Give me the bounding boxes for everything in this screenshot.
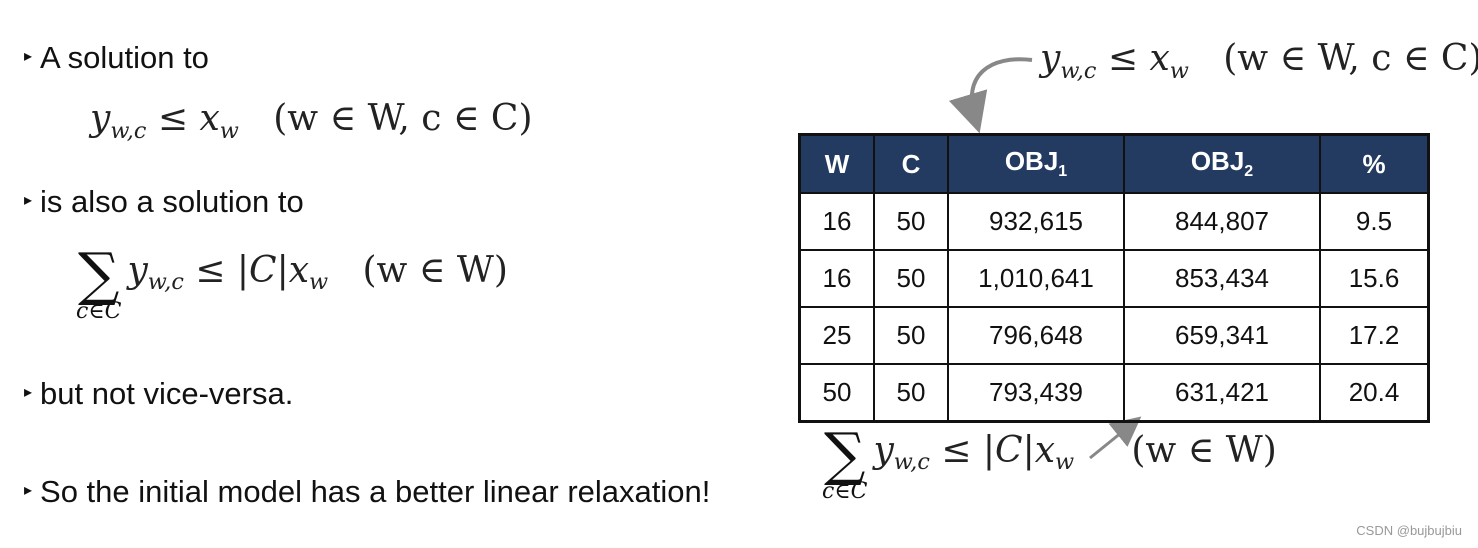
formula-rhs-sub: w <box>219 117 239 144</box>
formula-lhs: y <box>1040 38 1061 79</box>
formula-domain: (w ∈ W, c ∈ C) <box>1223 38 1478 79</box>
bullet-2: ▸ is also a solution to <box>24 184 304 220</box>
bullet-1-text: A solution to <box>40 40 209 75</box>
bullet-3: ▸ but not vice-versa. <box>24 376 293 412</box>
table-row: 16 50 1,010,641 853,434 15.6 <box>798 249 1430 308</box>
table-row: 50 50 793,439 631,421 20.4 <box>798 363 1430 423</box>
formula-rhs: x <box>1149 38 1170 79</box>
header-obj1: OBJ1 <box>947 133 1125 194</box>
cell: 50 <box>873 306 949 365</box>
cell: 50 <box>873 363 949 423</box>
cell: 16 <box>798 249 875 308</box>
cell: 25 <box>798 306 875 365</box>
bullet-2-text: is also a solution to <box>40 184 304 219</box>
bullet-marker-icon: ▸ <box>24 48 33 65</box>
cell: 659,341 <box>1123 306 1321 365</box>
sigma-subscript: c∈C <box>822 479 868 504</box>
bullet-marker-icon: ▸ <box>24 192 33 209</box>
header-obj2-sub: 2 <box>1244 163 1254 181</box>
cell: 16 <box>798 192 875 251</box>
formula-op: ≤ <box>941 429 972 471</box>
header-w: W <box>798 133 875 194</box>
formula-domain: (w ∈ W) <box>362 249 508 291</box>
sigma-symbol: ∑ <box>824 420 866 488</box>
cell: 17.2 <box>1319 306 1430 365</box>
cell: 1,010,641 <box>947 249 1125 308</box>
results-table: W C OBJ1 OBJ2 % 16 50 932,615 844,807 9.… <box>798 133 1430 423</box>
header-c: C <box>873 133 949 194</box>
formula-aggregated-left: ∑ c∈C yw,c ≤ |C|xw (w ∈ W) <box>76 240 508 324</box>
bullet-4: ▸ So the initial model has a better line… <box>24 474 710 510</box>
formula-rhs: |C|x <box>236 249 310 291</box>
formula-individual-right: yw,c ≤ xw (w ∈ W, c ∈ C) <box>1040 38 1478 84</box>
table-row: 25 50 796,648 659,341 17.2 <box>798 306 1430 365</box>
bullet-marker-icon: ▸ <box>24 384 33 401</box>
cell: 932,615 <box>947 192 1125 251</box>
formula-rhs-sub: w <box>309 269 329 296</box>
table-header-row: W C OBJ1 OBJ2 % <box>798 133 1430 194</box>
curved-arrow-icon <box>948 57 1033 134</box>
cell: 50 <box>873 192 949 251</box>
formula-lhs-sub: w,c <box>147 269 184 296</box>
cell: 793,439 <box>947 363 1125 423</box>
formula-lhs: y <box>90 98 111 139</box>
formula-op: ≤ <box>157 98 189 139</box>
bullet-4-text: So the initial model has a better linear… <box>40 474 711 509</box>
formula-rhs-sub: w <box>1169 57 1189 84</box>
cell: 15.6 <box>1319 249 1430 308</box>
formula-rhs-sub: w <box>1055 449 1075 476</box>
cell: 631,421 <box>1123 363 1321 423</box>
watermark: CSDN @bujbujbiu <box>1356 523 1462 538</box>
cell: 50 <box>873 249 949 308</box>
formula-op: ≤ <box>1107 38 1139 79</box>
header-percent: % <box>1319 133 1430 194</box>
formula-lhs-sub: w,c <box>893 449 930 476</box>
cell: 796,648 <box>947 306 1125 365</box>
formula-individual-left: yw,c ≤ xw (w ∈ W, c ∈ C) <box>90 98 533 144</box>
formula-rhs: x <box>199 98 220 139</box>
cell: 853,434 <box>1123 249 1321 308</box>
formula-rhs: |C|x <box>982 429 1056 471</box>
sigma-symbol: ∑ <box>78 240 120 308</box>
formula-lhs: y <box>127 249 148 291</box>
formula-domain: (w ∈ W, c ∈ C) <box>273 98 533 139</box>
diagonal-arrow-icon <box>1089 416 1142 460</box>
formula-lhs-sub: w,c <box>110 117 147 144</box>
sigma-subscript: c∈C <box>76 299 122 324</box>
formula-op: ≤ <box>195 249 226 291</box>
formula-domain: (w ∈ W) <box>1131 429 1277 471</box>
header-obj2: OBJ2 <box>1123 133 1321 194</box>
formula-lhs-sub: w,c <box>1060 57 1097 84</box>
bullet-marker-icon: ▸ <box>24 482 33 499</box>
cell: 50 <box>798 363 875 423</box>
cell: 9.5 <box>1319 192 1430 251</box>
cell: 20.4 <box>1319 363 1430 423</box>
bullet-1: ▸ A solution to <box>24 40 209 76</box>
formula-lhs: y <box>873 429 894 471</box>
header-obj1-sub: 1 <box>1058 163 1068 181</box>
cell: 844,807 <box>1123 192 1321 251</box>
bullet-3-text: but not vice-versa. <box>40 376 294 411</box>
header-obj2-text: OBJ <box>1190 146 1245 177</box>
table-row: 16 50 932,615 844,807 9.5 <box>798 192 1430 251</box>
formula-aggregated-right: ∑ c∈C yw,c ≤ |C|xw (w ∈ W) <box>822 420 1277 504</box>
header-obj1-text: OBJ <box>1004 146 1059 177</box>
